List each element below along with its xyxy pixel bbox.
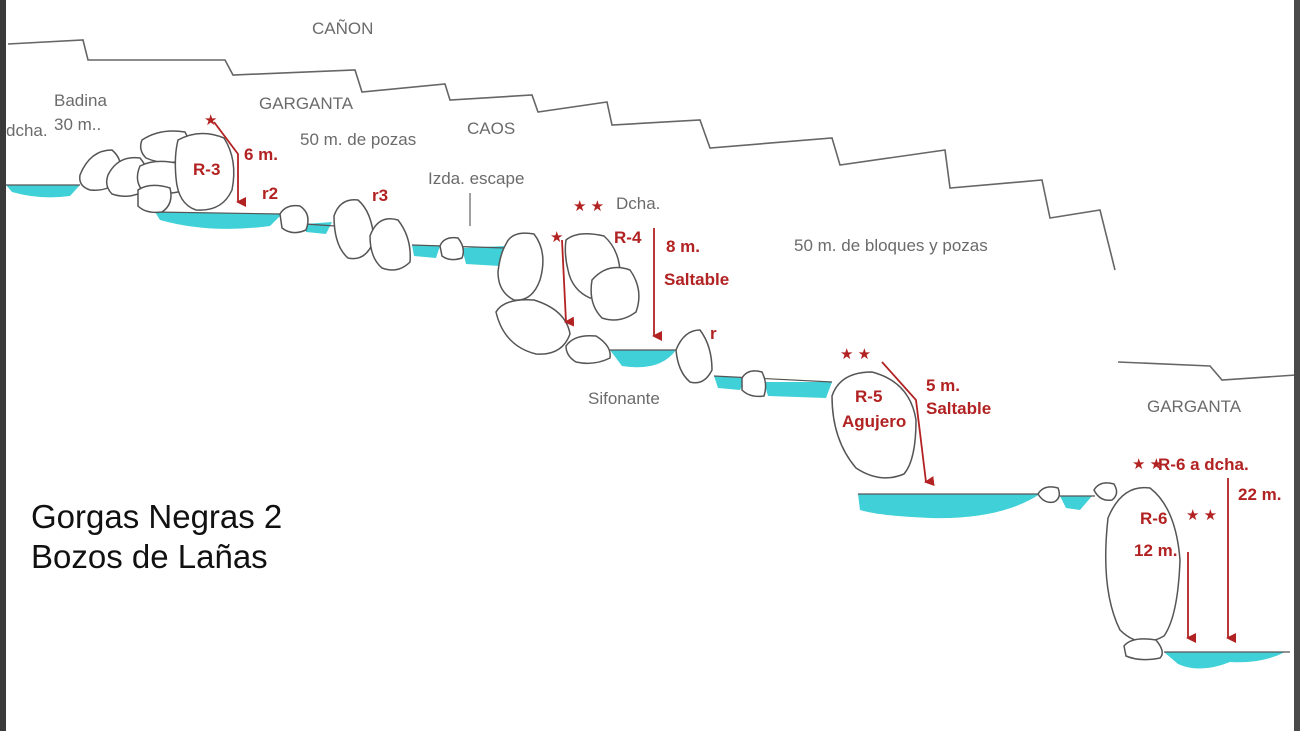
r3-height: 6 m.: [244, 145, 278, 164]
r4-height: 8 m.: [666, 237, 700, 256]
r4-name: R-4: [614, 228, 642, 247]
note-sifonante: Sifonante: [588, 389, 660, 408]
garganta-wall-outline: [1117, 361, 1297, 381]
pool-1: [6, 185, 80, 198]
r3-name: R-3: [193, 160, 220, 179]
r5-arrow: [881, 361, 935, 486]
pool-5: [462, 246, 506, 266]
boulder-r5: [831, 371, 917, 479]
boulders: [78, 130, 1181, 661]
canyon-wall-outline: [7, 39, 1116, 271]
pool-8: [764, 382, 832, 398]
r4-arrow-left: [561, 239, 575, 327]
r5-height: 5 m.: [926, 376, 960, 395]
boulder: [497, 232, 544, 301]
note-bloques: 50 m. de bloques y pozas: [794, 236, 988, 255]
boulder: [1037, 486, 1061, 504]
note-dcha: Dcha.: [616, 194, 660, 213]
r5-rating-star-icon: ★ ★: [840, 346, 871, 363]
pool-9: [858, 494, 1040, 519]
note-badina-length: 30 m..: [54, 115, 101, 134]
note-izda-escape: Izda. escape: [428, 169, 524, 188]
riverbed-line: [6, 184, 1290, 653]
r6-alt: R-6 a dcha.: [1158, 455, 1249, 474]
label-caos: CAOS: [467, 119, 515, 138]
note-badina: Badina: [54, 91, 107, 110]
boulder: [1093, 482, 1118, 502]
r-small-label: r: [710, 324, 717, 343]
r6-alt-height: 22 m.: [1238, 485, 1281, 504]
r6-alt-rating-star-icon: ★ ★: [1132, 456, 1163, 473]
title-line-2: Bozos de Lañas: [31, 538, 268, 575]
right-border: [1294, 0, 1300, 731]
r6-rating-star-icon: ★ ★: [1186, 507, 1217, 524]
label-garganta-2: GARGANTA: [1147, 397, 1242, 416]
boulder: [741, 370, 767, 398]
pool-11: [1164, 652, 1285, 669]
r3-small-label: r3: [372, 186, 388, 205]
boulder-r3: [174, 132, 235, 211]
boulder: [495, 299, 571, 355]
boulder: [1123, 638, 1163, 661]
label-canon: CAÑON: [312, 19, 373, 38]
boulder: [675, 329, 713, 384]
pool-10: [1060, 496, 1092, 510]
r3-rating-star-icon: ★: [204, 112, 217, 129]
diagram-title: Gorgas Negras 2 Bozos de Lañas: [31, 497, 282, 577]
pool-6: [610, 350, 676, 368]
r6-height: 12 m.: [1134, 541, 1177, 560]
boulder: [439, 236, 465, 261]
pool-7: [714, 376, 746, 390]
r5-name: R-5: [855, 387, 882, 406]
note-dcha-left: dcha.: [6, 121, 48, 140]
note-pozas: 50 m. de pozas: [300, 130, 416, 149]
boulder: [137, 184, 172, 214]
r4-one-rating-star-icon: ★: [550, 229, 563, 246]
label-garganta-1: GARGANTA: [259, 94, 354, 113]
r4-two-rating-star-icon: ★ ★: [573, 198, 604, 215]
left-border: [0, 0, 6, 731]
boulder: [565, 334, 611, 365]
r2-label: r2: [262, 184, 278, 203]
boulder: [279, 204, 309, 234]
boulder: [369, 218, 411, 271]
pool-2: [155, 212, 282, 229]
r5-note: Agujero: [842, 412, 906, 431]
rappel-arrows: [213, 121, 1236, 643]
boulder: [333, 199, 375, 260]
boulder: [590, 266, 640, 321]
water-pools: [6, 185, 1285, 669]
r3-arrow: [213, 121, 246, 207]
boulder-r6: [1104, 486, 1181, 643]
r6-name: R-6: [1140, 509, 1167, 528]
r5-jump: Saltable: [926, 399, 991, 418]
pool-4: [412, 245, 440, 258]
title-line-1: Gorgas Negras 2: [31, 498, 283, 535]
r4-note: Saltable: [664, 270, 729, 289]
